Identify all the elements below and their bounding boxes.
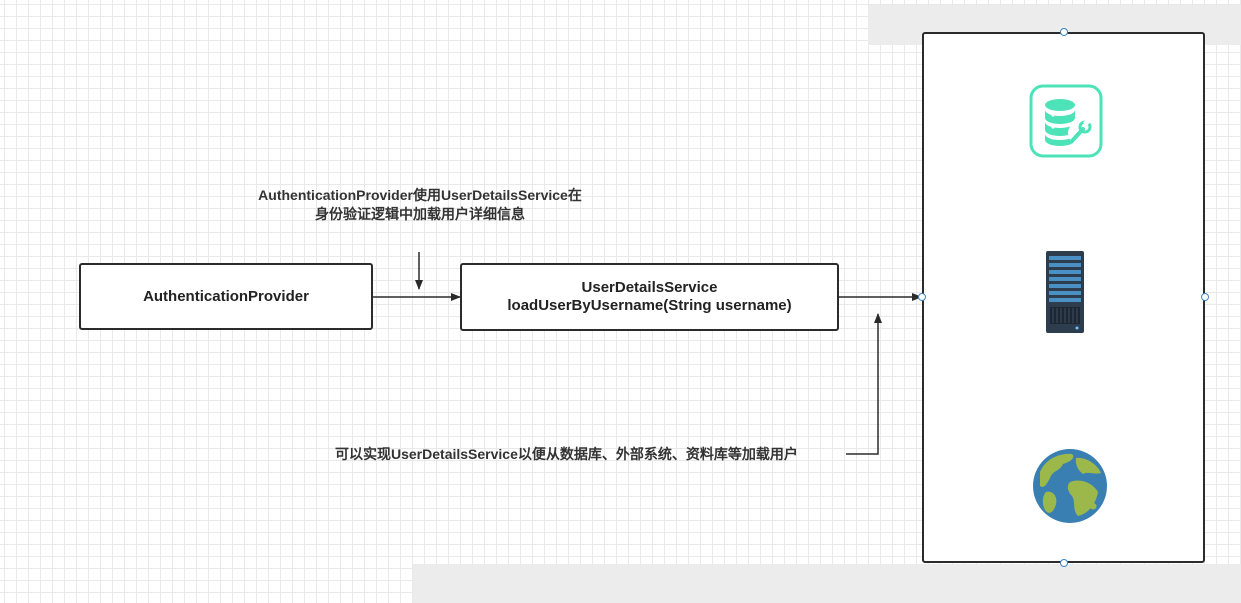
selection-handle-bottom[interactable] bbox=[1060, 559, 1068, 567]
storage-container[interactable] bbox=[922, 32, 1205, 563]
note-top-line-1: AuthenticationProvider使用UserDetailsServi… bbox=[258, 187, 582, 203]
database-settings-icon bbox=[1029, 84, 1103, 158]
service-name-label: UserDetailsService bbox=[581, 279, 718, 296]
server-rack-icon bbox=[1046, 251, 1084, 333]
arrow-note-to-service-output bbox=[846, 313, 882, 455]
globe-icon bbox=[1033, 449, 1107, 523]
selection-handle-left[interactable] bbox=[918, 293, 926, 301]
note-top-line-2: 身份验证逻辑中加载用户详细信息 bbox=[315, 206, 525, 222]
service-method-label: loadUserByUsername(String username) bbox=[507, 297, 792, 314]
selection-handle-right[interactable] bbox=[1201, 293, 1209, 301]
authentication-provider-box[interactable]: AuthenticationProvider bbox=[79, 263, 373, 330]
user-details-service-box[interactable]: UserDetailsService loadUserByUsername(St… bbox=[460, 263, 839, 331]
note-bottom: 可以实现UserDetailsService以便从数据库、外部系统、资料库等加载… bbox=[335, 446, 798, 462]
authentication-provider-label: AuthenticationProvider bbox=[143, 287, 309, 305]
canvas-bottom-band bbox=[413, 564, 1241, 603]
note-top: AuthenticationProvider使用UserDetailsServi… bbox=[225, 186, 615, 224]
selection-handle-top[interactable] bbox=[1060, 28, 1068, 36]
